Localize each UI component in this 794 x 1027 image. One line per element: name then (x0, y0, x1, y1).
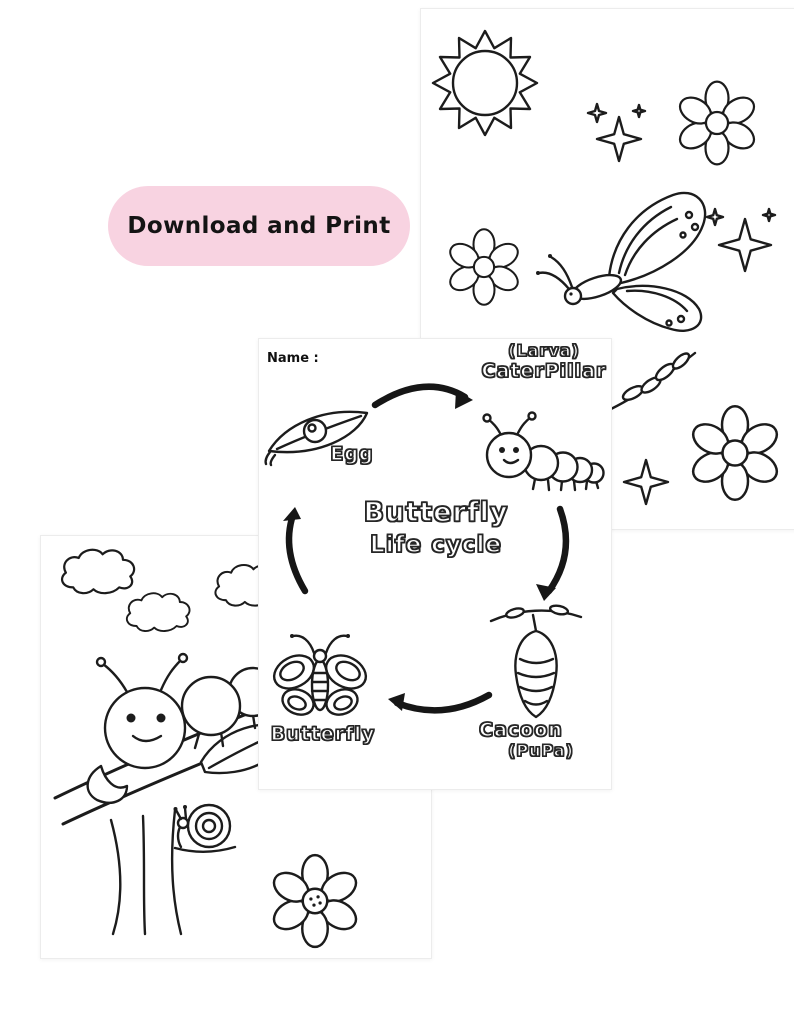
egg-illustration (264, 410, 369, 467)
stage-label-butterfly: Butterfly (270, 722, 376, 745)
stage-cocoon-line1: Cacoon (479, 718, 563, 741)
coloring-page-lifecycle: Name : (Larva) CaterPillar Egg (258, 338, 612, 790)
stage-label-caterpillar: (Larva) CaterPillar (477, 340, 611, 382)
sparkle-icon (622, 458, 670, 506)
flower-icon (678, 80, 756, 166)
sparkle-icon (586, 102, 647, 163)
page-title-line1: Butterfly (363, 496, 509, 529)
download-print-badge: Download and Print (108, 186, 410, 266)
page-title: Butterfly Life cycle (341, 496, 531, 559)
leaf-sprig-icon (609, 351, 697, 411)
flower-icon (691, 404, 779, 502)
download-print-label: Download and Print (127, 213, 391, 239)
cycle-arrow-right (545, 505, 570, 595)
caterpillar-illustration (482, 411, 605, 492)
flower-icon (449, 228, 519, 306)
cocoon-illustration (489, 604, 583, 719)
name-field-label: Name : (267, 351, 319, 366)
cloud-icon (125, 592, 191, 632)
cycle-arrow-top (371, 383, 469, 409)
cycle-arrow-left (285, 511, 309, 595)
sparkle-icon (705, 207, 777, 273)
stage-caterpillar-line2: CaterPillar (481, 359, 607, 382)
stage-label-cocoon: Cacoon (PuPa) (451, 718, 591, 760)
stage-caterpillar-line1: (Larva) (507, 340, 580, 360)
snail-icon (173, 803, 237, 853)
cloud-icon (60, 548, 136, 595)
stage-cocoon-line2: (PuPa) (507, 740, 574, 760)
stage-label-egg: Egg (330, 442, 374, 465)
butterfly-illustration (272, 634, 368, 716)
page-title-line2: Life cycle (369, 531, 502, 559)
flower-icon (272, 853, 358, 949)
cycle-arrow-bottom (393, 691, 493, 714)
sun-icon (431, 29, 539, 137)
butterfly-side-icon (536, 191, 707, 332)
